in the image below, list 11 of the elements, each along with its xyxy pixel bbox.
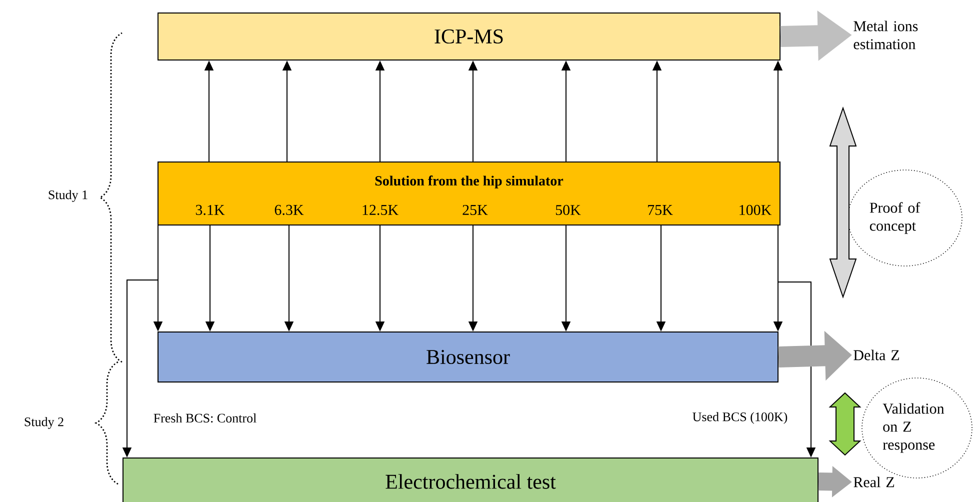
output-label: Metal ions estimation	[854, 20, 918, 50]
output-label: Delta Z	[854, 350, 900, 360]
output-label: Real Z	[854, 476, 894, 488]
study-label: Study 1	[48, 190, 88, 202]
process-box: ICP-MS	[158, 12, 780, 60]
edge-label: Used BCS (100K)	[691, 411, 789, 425]
process-box: Electrochemical test	[122, 457, 818, 502]
process-box: Biosensor	[158, 331, 778, 382]
study-label: Study 2	[24, 417, 64, 429]
edge-label: Fresh BCS: Control	[152, 412, 258, 424]
sample-box: Solution from the hip simulator 3.1K 6.3K 12.5K 25K 50K 75K 100K	[158, 162, 780, 226]
